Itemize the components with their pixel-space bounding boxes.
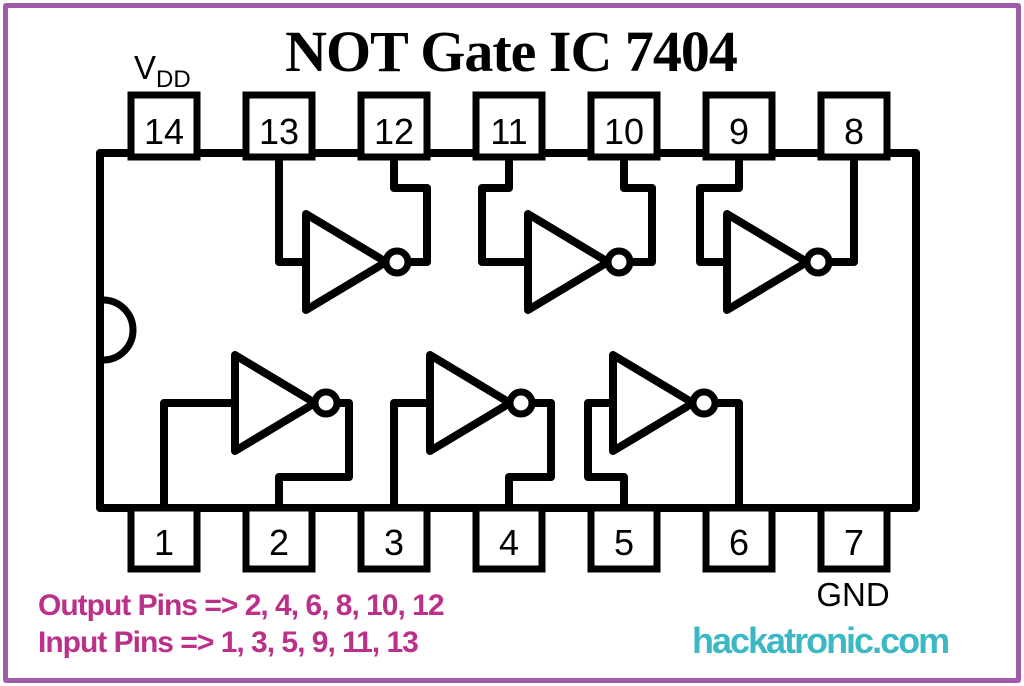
- pin-4-label: 4: [499, 522, 519, 563]
- pin-14-label: 14: [144, 111, 184, 152]
- gate5-output-wire: [505, 399, 555, 504]
- ic-body: [96, 149, 920, 512]
- gate4-inverter-bubble-icon: [311, 388, 341, 418]
- pin-1-label: 1: [154, 522, 174, 563]
- gate4-output-wire: [275, 399, 353, 504]
- ic-notch-icon: [102, 296, 137, 364]
- gate3-inverter-bubble-icon: [803, 247, 833, 277]
- page-title: NOT Gate IC 7404: [285, 19, 737, 84]
- pin-3-label: 3: [384, 522, 404, 563]
- gate3-triangle-icon: [723, 210, 811, 314]
- pin-11-box: [472, 91, 546, 161]
- pin-12-box: [357, 91, 431, 161]
- not-gate-bottom-2: [390, 351, 555, 504]
- pin-10-box: [587, 91, 661, 161]
- pin-10-label: 10: [604, 111, 644, 152]
- pin-8-label: 8: [844, 111, 864, 152]
- gate2-triangle-icon: [524, 210, 612, 314]
- gate2-output-wire: [620, 157, 656, 266]
- gate1-input-wire: [275, 157, 306, 266]
- pin-2-label: 2: [269, 522, 289, 563]
- gate3-output-wire: [829, 157, 858, 266]
- pin-7-box: [817, 504, 891, 573]
- not-gate-top-2: [478, 157, 656, 314]
- gate3-input-wire: [696, 157, 743, 266]
- gate1-inverter-bubble-icon: [382, 247, 412, 277]
- pin-7-label: 7: [844, 522, 864, 563]
- input-pins-note: Input Pins => 1, 3, 5, 9, 11, 13: [38, 626, 418, 659]
- gate5-triangle-icon: [426, 351, 514, 455]
- pin-12-label: 12: [374, 111, 414, 152]
- gate1-output-wire: [390, 157, 431, 266]
- gate5-inverter-bubble-icon: [506, 388, 536, 418]
- gate6-input-wire: [584, 399, 628, 504]
- gate2-inverter-bubble-icon: [604, 247, 634, 277]
- pin-6-box: [702, 504, 776, 573]
- pin-13-box: [242, 91, 316, 161]
- pin-5-label: 5: [614, 522, 634, 563]
- vdd-label: VDD: [134, 49, 191, 93]
- gate1-triangle-icon: [302, 210, 390, 314]
- gnd-label: GND: [816, 576, 889, 613]
- gate2-input-wire: [478, 157, 528, 266]
- not-gate-top-3: [696, 157, 858, 314]
- pin-8-box: [817, 91, 891, 161]
- pin-4-box: [472, 504, 546, 573]
- gate6-output-wire: [715, 399, 743, 504]
- top-pin-row: 14 13 12 11 10 9 8: [127, 91, 891, 161]
- pin-3-box: [357, 504, 431, 573]
- watermark-text: hackatronic.com: [692, 620, 948, 661]
- not-gate-top-1: [275, 157, 431, 314]
- not-gate-bottom-3: [584, 351, 743, 504]
- pin-6-label: 6: [729, 522, 749, 563]
- pin-2-box: [242, 504, 316, 573]
- pin-11-label: 11: [490, 111, 527, 152]
- pin-13-label: 13: [259, 111, 299, 152]
- pin-5-box: [587, 504, 661, 573]
- gate6-inverter-bubble-icon: [689, 388, 719, 418]
- pin-9-label: 9: [729, 111, 749, 152]
- pin-14-box: [127, 91, 201, 161]
- pin-9-box: [702, 91, 776, 161]
- gate5-input-wire: [390, 399, 430, 504]
- vdd-label-sub: DD: [156, 66, 191, 93]
- not-gate-bottom-1: [160, 351, 353, 504]
- gate4-triangle-icon: [231, 351, 319, 455]
- vdd-label-main: V: [134, 49, 156, 86]
- output-pins-note: Output Pins => 2, 4, 6, 8, 10, 12: [38, 589, 444, 622]
- pin-1-box: [127, 504, 201, 573]
- gate4-input-wire: [160, 399, 235, 504]
- gate6-triangle-icon: [609, 351, 697, 455]
- bottom-pin-row: 1 2 3 4 5 6 7: [127, 504, 891, 573]
